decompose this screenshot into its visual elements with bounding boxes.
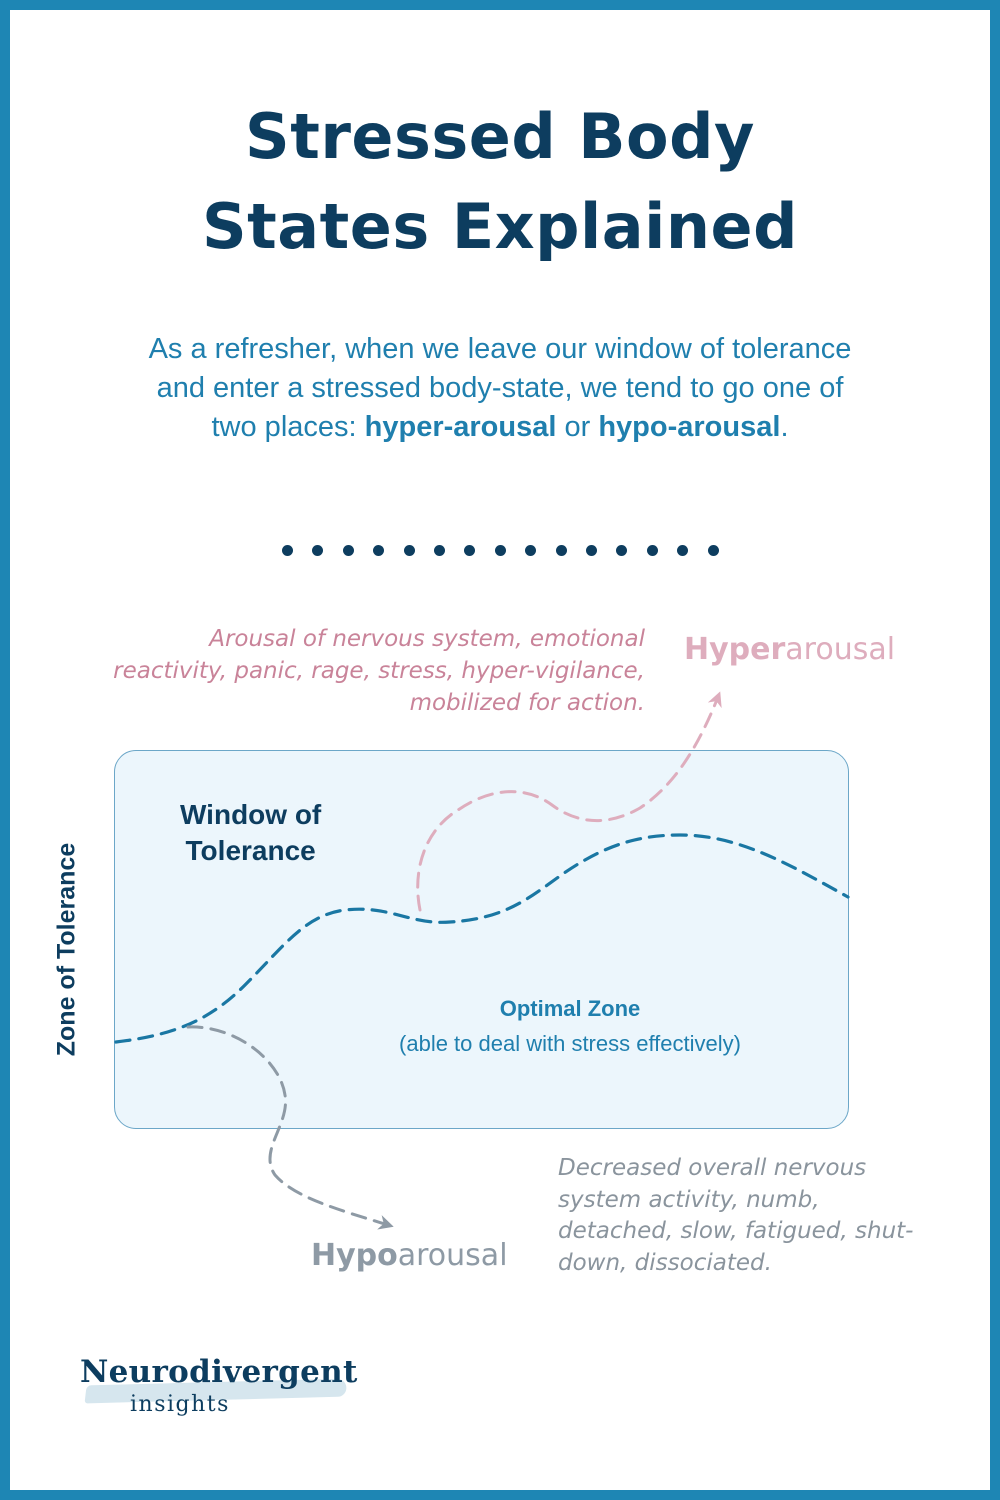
- separator-dot: [403, 545, 415, 556]
- hyperarousal-curve: [416, 691, 722, 912]
- hyperarousal-description: Arousal of nervous system, emotional rea…: [113, 626, 645, 716]
- neurodivergent-insights-logo: Neurodivergent insights: [78, 1352, 368, 1422]
- hyperarousal-label-bold: Hyper: [684, 632, 786, 667]
- separator-dot: [464, 545, 476, 556]
- intro-hypo-term: hypo-arousal: [598, 411, 781, 443]
- separator-dot: [312, 545, 324, 556]
- separator-dot: [707, 545, 719, 556]
- window-label-line-1: Window of: [180, 799, 322, 830]
- separator-dot: [555, 545, 567, 556]
- logo-wordmark: Neurodivergent: [80, 1354, 358, 1390]
- hypoarousal-label-bold: Hypo: [311, 1238, 398, 1273]
- optimal-zone-subtitle: (able to deal with stress effectively): [399, 1031, 741, 1056]
- separator-dot: [616, 545, 628, 556]
- separator-dot: [282, 545, 293, 556]
- hypoarousal-curve: [186, 1025, 394, 1230]
- window-of-tolerance-label: Window of Tolerance: [180, 797, 321, 869]
- intro-hyper-term: hyper-arousal: [364, 411, 557, 443]
- separator-dot: [525, 545, 537, 556]
- tolerance-window-box: [114, 750, 849, 1129]
- intro-connector: or: [556, 411, 599, 443]
- hyperarousal-label-rest: arousal: [785, 632, 896, 667]
- separator-dot: [373, 545, 385, 556]
- separator-dot: [342, 545, 354, 556]
- separator-dot: [494, 545, 506, 556]
- separator-dot: [434, 545, 445, 556]
- logo-subtitle: insights: [130, 1392, 230, 1417]
- hypoarousal-description: Decreased overall nervous system activit…: [558, 1155, 914, 1276]
- hypoarousal-label: Hypoarousal: [311, 1238, 508, 1273]
- intro-text: As a refresher, when we leave our window…: [148, 333, 852, 443]
- hyperarousal-label: Hyperarousal: [684, 632, 895, 667]
- dot-separator: [282, 541, 722, 561]
- optimal-zone-title: Optimal Zone: [499, 996, 641, 1021]
- intro-paragraph: As a refresher, when we leave our window…: [140, 330, 860, 447]
- intro-end: .: [780, 411, 789, 443]
- optimal-arousal-curve: [114, 833, 850, 1044]
- window-label-line-2: Tolerance: [185, 835, 316, 866]
- page-title: Stressed Body States Explained: [0, 92, 1000, 272]
- title-line-2: States Explained: [202, 190, 798, 263]
- hypoarousal-label-rest: arousal: [397, 1238, 508, 1273]
- title-line-1: Stressed Body: [245, 100, 755, 173]
- separator-dot: [646, 545, 658, 556]
- separator-dot: [586, 545, 597, 556]
- separator-dot: [677, 545, 689, 556]
